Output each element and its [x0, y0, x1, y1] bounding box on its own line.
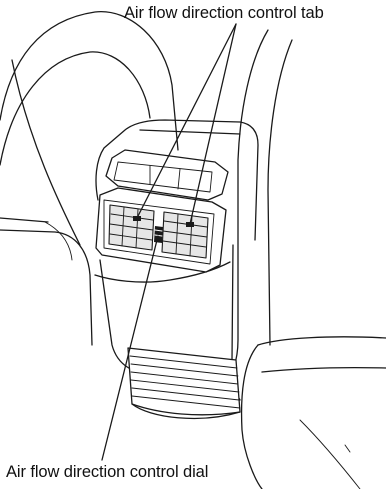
direction-control-dial[interactable]: [154, 226, 163, 243]
bottom-callout-label: Air flow direction control dial: [6, 464, 208, 481]
vent-panel: [96, 188, 226, 272]
top-callout-label: Air flow direction control tab: [124, 5, 324, 22]
right-seat-back: [222, 30, 386, 489]
